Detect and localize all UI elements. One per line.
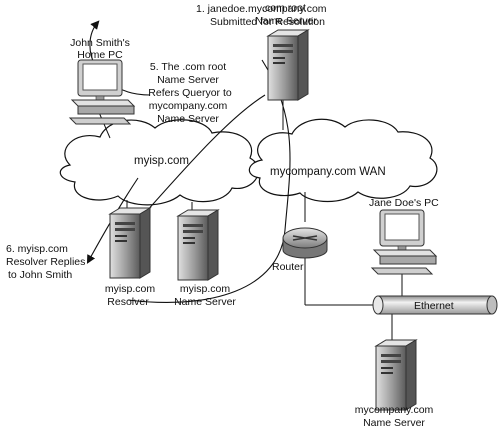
jane-doe-pc-computer-icon bbox=[371, 209, 437, 275]
ethernet-label: Ethernet bbox=[414, 300, 454, 312]
mycompany-name-server-server-icon bbox=[375, 339, 417, 411]
mycompany-ns-label-line2: Name Server bbox=[363, 417, 425, 429]
resolver-label-line1: myisp.com bbox=[105, 283, 155, 295]
step5-label-line5: Name Server bbox=[157, 113, 219, 125]
mycompany-ns-label-line1: mycompany.com bbox=[355, 404, 434, 416]
com-root-label-line1: .com root bbox=[262, 2, 306, 14]
isp-ns-label-line2: Name Server bbox=[174, 296, 236, 308]
step5-label-line2: Name Server bbox=[157, 74, 219, 86]
myisp-name-server-server-icon bbox=[177, 209, 219, 281]
router-icon bbox=[282, 227, 328, 259]
step1-label-line1: 1. janedoe.mycompany.com bbox=[196, 3, 327, 15]
cloud-myisp-label: myisp.com bbox=[134, 155, 189, 167]
step5-label-line3: Refers Queryor to bbox=[148, 87, 232, 99]
step6-label-line2: Resolver Replies bbox=[6, 256, 85, 268]
resolver-label-line2: Resolver bbox=[107, 296, 149, 308]
router-label: Router bbox=[272, 261, 304, 273]
cloud-wan-icon bbox=[248, 118, 438, 202]
jane-pc-label: Jane Doe's PC bbox=[369, 197, 439, 209]
step5-label-line1: 5. The .com root bbox=[150, 61, 226, 73]
step5-label-line4: mycompany.com bbox=[149, 100, 228, 112]
com-root-label-line2: Name Server bbox=[255, 15, 317, 27]
cloud-wan-label: mycompany.com WAN bbox=[270, 166, 386, 178]
john-pc-label-line2: Home PC bbox=[77, 49, 123, 61]
ethernet-cable-icon bbox=[372, 295, 498, 315]
step6-label-line3: to John Smith bbox=[8, 269, 72, 281]
john-pc-label-line1: John Smith's bbox=[70, 37, 130, 49]
isp-ns-label-line1: myisp.com bbox=[180, 283, 230, 295]
step1-label-line2: Submitted for Resolution bbox=[210, 16, 325, 28]
com-root-name-server-icon bbox=[267, 29, 309, 101]
step6-label-line1: 6. myisp.com bbox=[6, 243, 68, 255]
john-smith-pc-computer-icon bbox=[69, 59, 135, 125]
query-path-wan-loop bbox=[127, 59, 291, 303]
myisp-resolver-server-icon bbox=[109, 207, 151, 279]
